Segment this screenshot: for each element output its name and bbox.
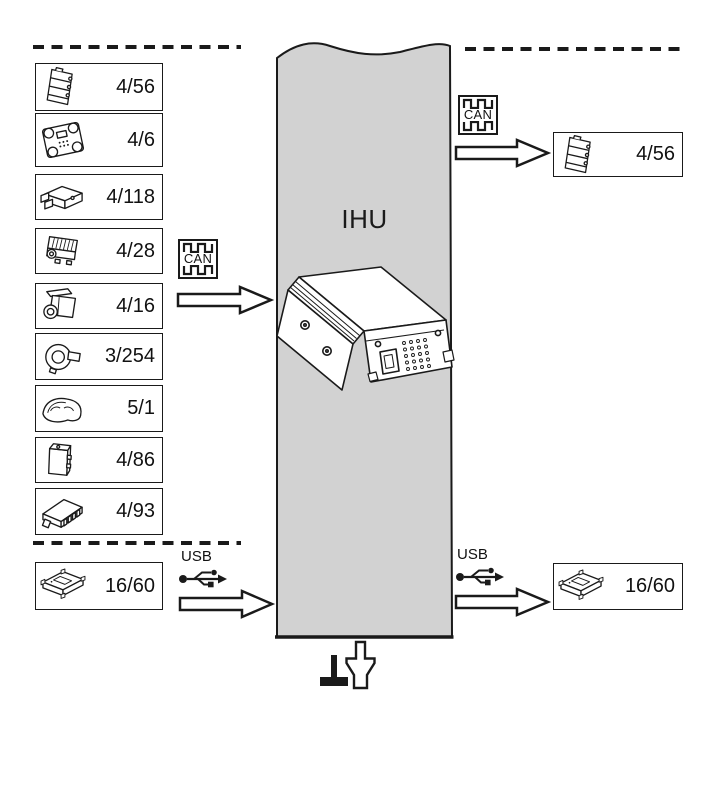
amplifier-module-icon (41, 498, 83, 528)
module-box-4-16: 4/16 (35, 283, 163, 329)
module-label: 4/118 (106, 185, 155, 208)
usb-icon (179, 569, 227, 588)
module-label: 3/254 (104, 345, 155, 367)
media-module-icon (558, 569, 604, 600)
module-box-4-86: 4/86 (35, 437, 163, 483)
can-bus-icon: CAN (458, 95, 498, 135)
can-label: CAN (183, 251, 213, 266)
ihu-label: IHU (341, 204, 388, 234)
module-label: 4/16 (116, 294, 155, 317)
actuator-module-icon (46, 236, 78, 266)
module-box-4-118: 4/118 (35, 174, 163, 220)
can-label: CAN (463, 107, 493, 122)
module-label: 16/60 (104, 574, 155, 597)
usb-label: USB (181, 548, 212, 565)
camera-module-icon (43, 288, 77, 320)
module-with-connectors-icon (40, 185, 83, 210)
module-label: 4/86 (116, 448, 155, 471)
usb-icon (456, 567, 504, 586)
module-box-4-56-right: 4/56 (553, 132, 683, 177)
module-box-5-1: 5/1 (35, 385, 163, 432)
can-arrow-left-to-ihu (176, 285, 275, 315)
module-label: 4/28 (116, 239, 155, 262)
control-module-icon (564, 134, 591, 173)
instrument-cluster-icon (42, 397, 82, 422)
upright-module-icon (48, 443, 72, 476)
can-bus-icon: CAN (178, 239, 218, 279)
square-wave-icon (462, 98, 494, 109)
steering-angle-sensor-icon (45, 343, 81, 374)
module-label: 4/93 (116, 500, 155, 522)
module-box-3-254: 3/254 (35, 333, 163, 380)
module-box-16-60: 16/60 (35, 562, 163, 610)
module-label: 4/56 (116, 75, 155, 98)
media-module-icon (40, 568, 86, 599)
control-module-icon (46, 66, 73, 106)
usb-arrow-ihu-to-right (454, 587, 552, 617)
module-label: 4/56 (636, 143, 675, 165)
connector-hole-grid (402, 338, 431, 371)
module-label: 5/1 (127, 397, 155, 419)
module-box-4-56: 4/56 (35, 63, 163, 111)
module-label: 4/6 (127, 128, 155, 151)
module-box-4-93: 4/93 (35, 488, 163, 535)
climate-control-panel-icon (41, 121, 85, 159)
module-box-4-28: 4/28 (35, 228, 163, 274)
square-wave-icon (462, 121, 494, 132)
can-arrow-ihu-to-right (454, 138, 552, 168)
module-label: 16/60 (624, 575, 675, 597)
square-wave-icon (182, 242, 214, 253)
flow-arrow-icon (345, 640, 376, 690)
ihu-unit-illustration (276, 266, 455, 391)
usb-arrow-left-to-ihu (178, 589, 276, 619)
module-box-4-6: 4/6 (35, 113, 163, 167)
module-box-16-60-right: 16/60 (553, 563, 683, 610)
square-wave-icon (182, 265, 214, 276)
usb-label: USB (457, 546, 488, 563)
ground-icon (320, 655, 348, 686)
